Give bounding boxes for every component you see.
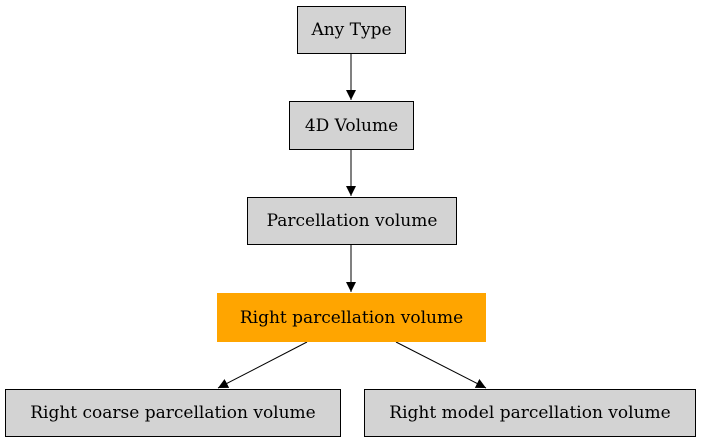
- node-right-coarse-parcellation-volume[interactable]: Right coarse parcellation volume: [5, 389, 341, 437]
- node-label: Parcellation volume: [266, 211, 438, 231]
- node-label: Right coarse parcellation volume: [30, 403, 316, 423]
- node-label: Right parcellation volume: [239, 307, 464, 328]
- node-label: Any Type: [311, 20, 392, 40]
- node-right-model-parcellation-volume[interactable]: Right model parcellation volume: [364, 389, 696, 437]
- node-parcellation-volume[interactable]: Parcellation volume: [247, 197, 457, 245]
- node-label: Right model parcellation volume: [389, 403, 671, 423]
- node-label: 4D Volume: [304, 115, 399, 136]
- edge-right-parcellation-volume-to-right-coarse-parcellation-volume: [217, 341, 308, 389]
- edge-right-parcellation-volume-to-right-model-parcellation-volume: [395, 341, 487, 389]
- node-any-type[interactable]: Any Type: [297, 6, 406, 54]
- node-right-parcellation-volume[interactable]: Right parcellation volume: [217, 293, 486, 342]
- node-4d-volume[interactable]: 4D Volume: [289, 101, 414, 150]
